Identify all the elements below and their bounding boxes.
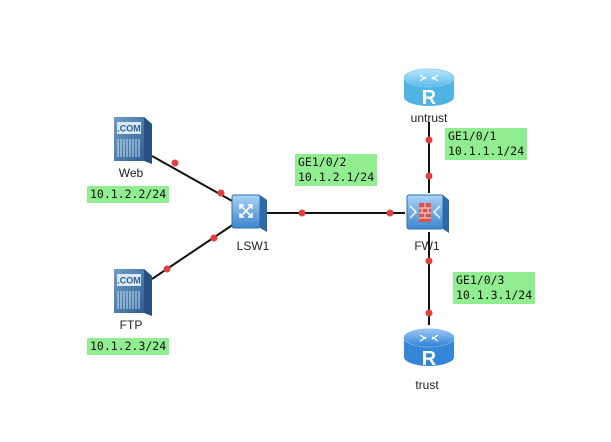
fw1-node[interactable]: FW1: [406, 194, 449, 253]
port-dot: [163, 265, 171, 273]
port-dot: [425, 257, 433, 265]
web-server-label: Web: [119, 166, 144, 180]
untrust-router-badge: R: [422, 87, 437, 109]
untrust-router-node[interactable]: R untrust: [403, 68, 455, 125]
trust-router-badge: R: [422, 348, 437, 370]
port-dot: [425, 309, 433, 317]
lsw1-label: LSW1: [237, 239, 270, 253]
port-dot: [210, 234, 218, 242]
port-dot: [386, 209, 394, 217]
router-icon: R: [403, 68, 455, 109]
web-ip-label: 10.1.2.2/24: [87, 186, 170, 203]
ftp-ip-label: 10.1.2.3/24: [87, 338, 170, 355]
switch-icon: [231, 194, 267, 232]
port-dot: [425, 172, 433, 180]
fw1-label: FW1: [414, 239, 440, 253]
firewall-icon: [406, 194, 449, 233]
web-server-icon: .COM: [114, 117, 152, 164]
fw-trust-interface-label: GE1/0/3 10.1.3.1/24: [453, 272, 536, 304]
ftp-server-icon: .COM: [114, 269, 152, 316]
web-server-node[interactable]: .COM Web: [114, 117, 152, 180]
router-icon: R: [403, 328, 455, 370]
untrust-label: untrust: [411, 111, 448, 125]
port-dot: [298, 209, 306, 217]
port-dot: [217, 189, 225, 197]
ftp-server-badge: .COM: [117, 276, 141, 286]
port-dot: [425, 136, 433, 144]
web-server-badge: .COM: [117, 124, 141, 134]
trust-label: trust: [415, 378, 439, 392]
trust-router-node[interactable]: R trust: [403, 328, 455, 392]
ftp-server-node[interactable]: .COM FTP: [114, 269, 152, 332]
ftp-server-label: FTP: [120, 318, 143, 332]
port-dot: [171, 159, 179, 167]
lsw1-node[interactable]: LSW1: [231, 194, 270, 253]
fw-lsw-interface-label: GE1/0/2 10.1.2.1/24: [295, 154, 378, 186]
fw-untrust-interface-label: GE1/0/1 10.1.1.1/24: [445, 128, 528, 160]
